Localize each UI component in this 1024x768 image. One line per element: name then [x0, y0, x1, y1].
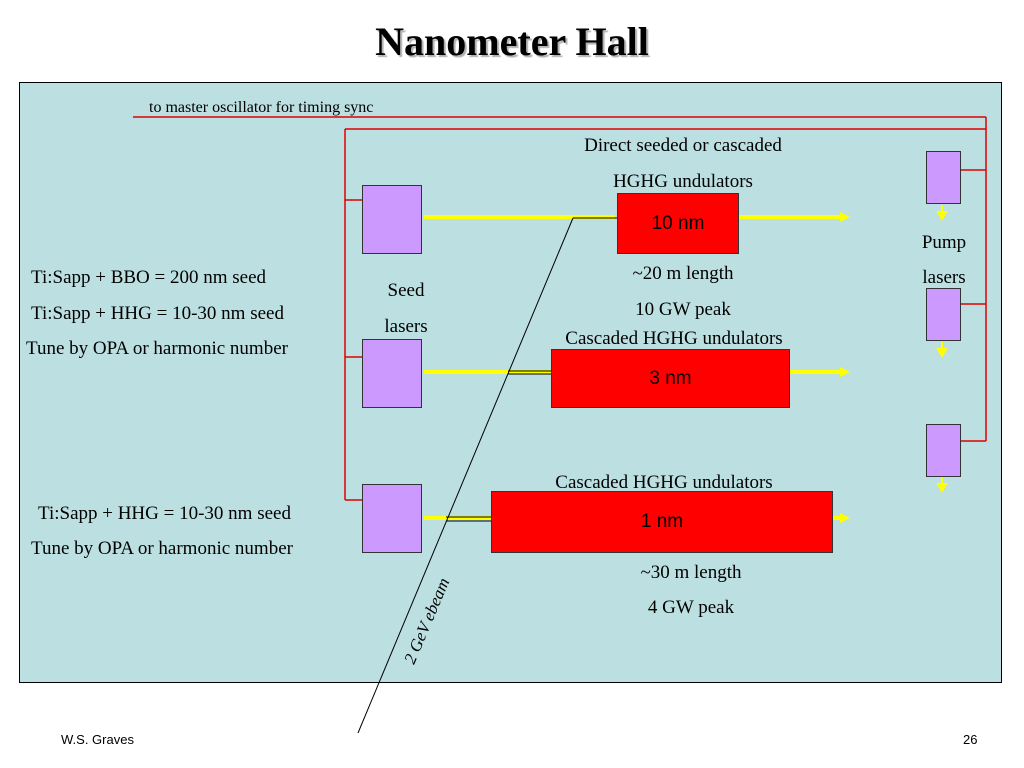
- undulator-1nm: 1 nm: [491, 491, 833, 553]
- undulator-10nm-label: 10 nm: [651, 212, 705, 234]
- pump-laser-1: [926, 151, 961, 204]
- arrowhead-3: [840, 513, 850, 523]
- footer-author: W.S. Graves: [61, 732, 134, 747]
- timing-sync-label: to master oscillator for timing sync: [149, 99, 374, 116]
- undulator-3-power: 4 GW peak: [647, 597, 735, 618]
- seed-spec-2: Ti:Sapp + HHG = 10-30 nm seed: [31, 303, 284, 324]
- seed-lasers-label-line2: lasers: [384, 316, 428, 337]
- undulator-1-header-line1: Direct seeded or cascaded: [584, 135, 782, 156]
- pump-lasers-label-line1: Pump: [921, 232, 967, 253]
- undulator-1nm-label: 1 nm: [640, 511, 684, 532]
- seed-spec-1: Ti:Sapp + BBO = 200 nm seed: [31, 267, 267, 288]
- timing-network: [133, 116, 987, 501]
- pump-laser-2: [926, 288, 961, 341]
- undulator-3-header: Cascaded HGHG undulators: [555, 472, 773, 493]
- seed-laser-2: [362, 339, 422, 408]
- undulator-3-length: ~30 m length: [640, 562, 742, 583]
- ebeam-line: [357, 217, 574, 734]
- seed-tuning-1: Tune by OPA or harmonic number: [26, 338, 288, 359]
- seed-spec-3: Ti:Sapp + HHG = 10-30 nm seed: [38, 503, 291, 524]
- pump-arrow-3-head: [936, 483, 948, 494]
- footer-page-number: 26: [963, 732, 978, 747]
- pump-arrows: [936, 205, 948, 494]
- seed-lasers-label-line1: Seed: [387, 280, 425, 301]
- arrowhead-2: [840, 367, 850, 377]
- pump-arrow-1-head: [936, 211, 948, 222]
- ebeam-label: 2 GeV ebeam: [400, 575, 453, 666]
- undulator-1-power: 10 GW peak: [635, 299, 731, 320]
- ebeam-path: [357, 217, 617, 734]
- seed-laser-1: [362, 185, 422, 254]
- seed-tuning-2: Tune by OPA or harmonic number: [31, 538, 293, 559]
- undulator-2-header: Cascaded HGHG undulators: [565, 328, 783, 349]
- pump-laser-3: [926, 424, 961, 477]
- beam-arrowheads: [840, 212, 850, 523]
- pump-lasers-label-line2: lasers: [922, 267, 966, 288]
- undulator-1-header-line2: HGHG undulators: [613, 171, 753, 192]
- light-beams: [424, 215, 840, 520]
- arrowhead-1: [840, 212, 850, 222]
- diagram-panel: [19, 82, 1002, 683]
- seed-laser-3: [362, 484, 422, 553]
- undulator-3nm: 3 nm: [551, 349, 790, 408]
- pump-arrow-2-head: [936, 348, 948, 359]
- slide-title: Nanometer Hall: [375, 19, 649, 64]
- undulator-1-length: ~20 m length: [632, 263, 734, 284]
- undulator-10nm: 10 nm: [617, 193, 739, 254]
- undulator-3nm-label: 3 nm: [649, 367, 692, 389]
